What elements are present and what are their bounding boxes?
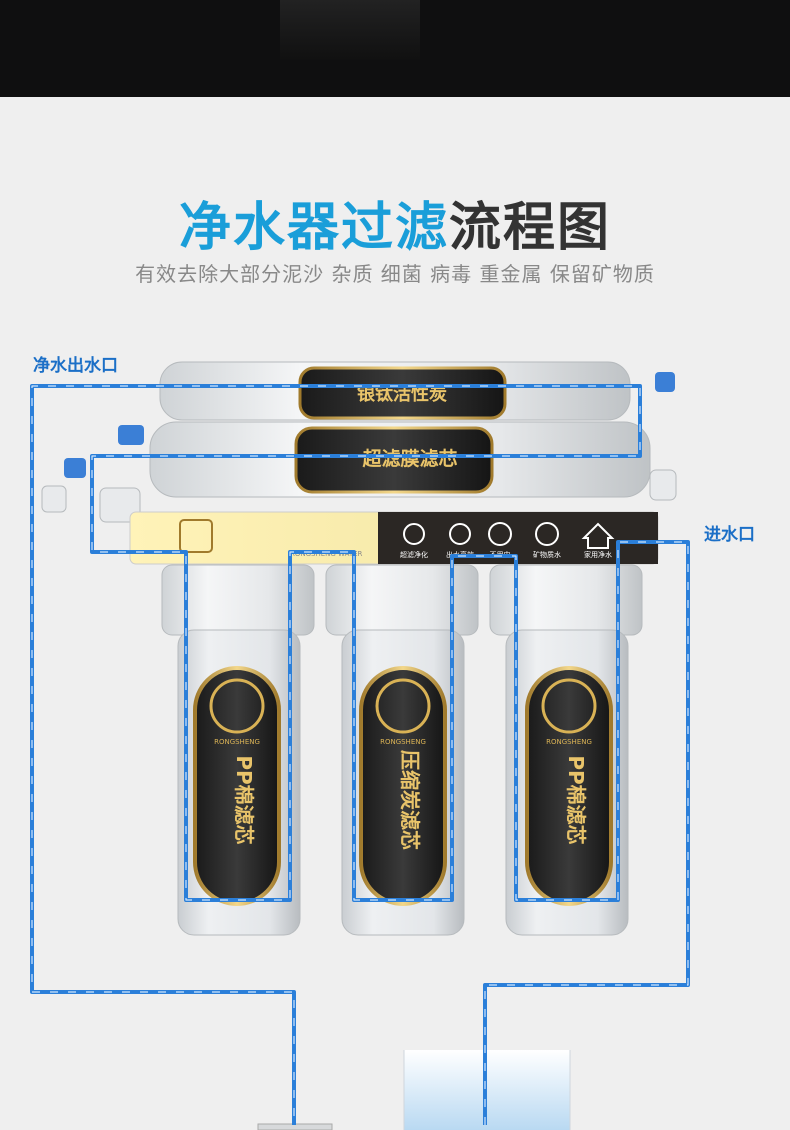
no-power-icon — [488, 522, 512, 546]
drop-icon — [403, 523, 425, 545]
page-subtitle: 有效去除大部分泥沙 杂质 细菌 病毒 重金属 保留矿物质 — [135, 262, 655, 286]
mineral-icon — [535, 522, 559, 546]
cartridge-3-name: PP棉滤芯 — [564, 755, 588, 844]
water-inlet-label: 进水口 — [704, 525, 755, 545]
pipe-fittings — [41, 372, 677, 523]
feature-1: 超滤净化 — [400, 550, 428, 559]
membrane-housing-middle: 超滤膜滤芯 — [149, 421, 651, 498]
membrane-label-2: 超滤膜滤芯 — [361, 447, 457, 470]
cartridge-1-name: PP棉滤芯 — [232, 755, 256, 844]
cartridge-3-brand: RONGSHENG — [546, 738, 592, 746]
membrane-housing-top: 银钛活性炭 — [159, 361, 631, 421]
cartridge-2-brand: RONGSHENG — [380, 738, 426, 746]
flame-icon — [449, 523, 471, 545]
feature-4: 矿物质水 — [533, 550, 561, 559]
cartridge-2-name: 压缩炭滤芯 — [398, 750, 422, 850]
feature-5: 家用净水 — [584, 550, 612, 559]
banner-sheen — [280, 0, 420, 60]
front-panel: RONGSHENG WATER 超滤净化 出水高效 不用电 矿物质水 家用净水 — [129, 511, 659, 565]
pipe-highlight — [31, 385, 689, 1125]
membrane-label-1: 银钛活性炭 — [357, 383, 447, 405]
page-title: 净水器过滤流程图 — [0, 185, 790, 260]
cartridge-1-brand: RONGSHENG — [214, 738, 260, 746]
filter-bottle-1: RONGSHENG PP棉滤芯 — [161, 564, 315, 936]
filter-bottle-3: RONGSHENG PP棉滤芯 — [489, 564, 643, 936]
title-rest: 流程图 — [449, 198, 612, 258]
clean-water-outlet-label: 净水出水口 — [33, 356, 118, 376]
top-dark-banner — [0, 0, 790, 97]
filter-bottle-2: RONGSHENG 压缩炭滤芯 — [325, 564, 479, 936]
title-highlight: 净水器过滤 — [178, 198, 449, 258]
home-icon — [581, 522, 615, 549]
